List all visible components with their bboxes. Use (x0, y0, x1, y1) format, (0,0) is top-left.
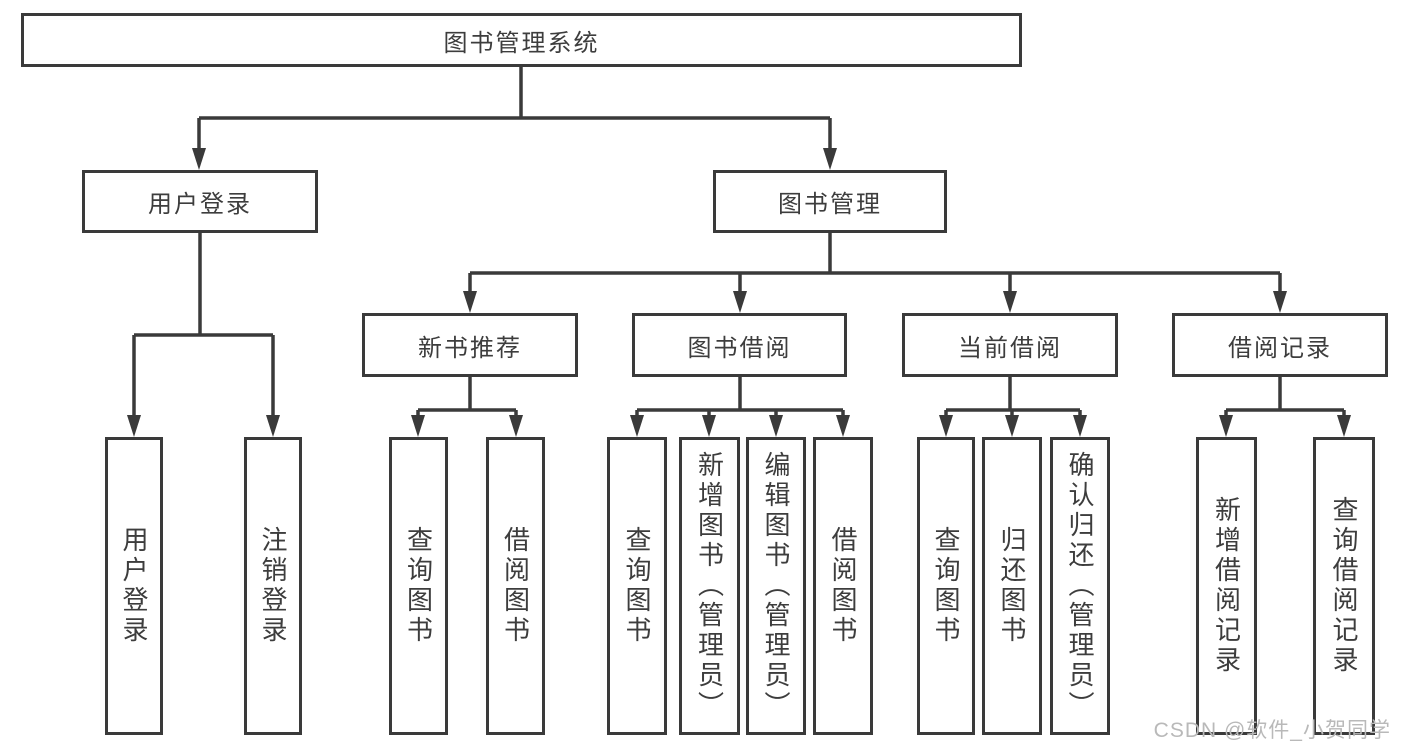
leaf-add-book-admin: 新增图书（管理员） (679, 437, 740, 735)
arrow-icon (702, 415, 716, 437)
arrow-icon (939, 415, 953, 437)
arrow-icon (411, 415, 425, 437)
node-user-login: 用户登录 (82, 170, 318, 233)
leaf-query-book-current: 查询图书 (917, 437, 975, 735)
arrow-icon (769, 415, 783, 437)
node-current-borrowing: 当前借阅 (902, 313, 1118, 377)
arrow-icon (192, 148, 206, 170)
csdn-watermark: CSDN @软件_小贺同学 (1153, 719, 1391, 742)
arrow-icon (1273, 291, 1287, 313)
arrow-icon (463, 291, 477, 313)
leaf-return-book: 归还图书 (982, 437, 1042, 735)
leaf-confirm-return-admin: 确认归还（管理员） (1050, 437, 1110, 735)
node-root-library-system: 图书管理系统 (21, 13, 1022, 67)
arrowheads (127, 148, 1351, 437)
node-borrow-records: 借阅记录 (1172, 313, 1388, 377)
arrow-icon (1073, 415, 1087, 437)
leaf-user-login: 用户登录 (105, 437, 163, 735)
leaf-query-book-borrowing: 查询图书 (607, 437, 667, 735)
leaf-add-borrow-record: 新增借阅记录 (1196, 437, 1257, 735)
arrow-icon (509, 415, 523, 437)
arrow-icon (1005, 415, 1019, 437)
arrow-icon (1003, 291, 1017, 313)
node-book-management: 图书管理 (713, 170, 947, 233)
leaf-borrow-book: 借阅图书 (813, 437, 873, 735)
arrow-icon (630, 415, 644, 437)
leaf-query-borrow-record: 查询借阅记录 (1313, 437, 1375, 735)
arrow-icon (733, 291, 747, 313)
node-new-book-recommend: 新书推荐 (362, 313, 578, 377)
leaf-logout: 注销登录 (244, 437, 302, 735)
arrow-icon (836, 415, 850, 437)
arrow-icon (1219, 415, 1233, 437)
node-book-borrowing: 图书借阅 (632, 313, 847, 377)
leaf-borrow-book-recommend: 借阅图书 (486, 437, 545, 735)
arrow-icon (1337, 415, 1351, 437)
leaf-edit-book-admin: 编辑图书（管理员） (746, 437, 806, 735)
arrow-icon (127, 415, 141, 437)
connector-path (132, 67, 1346, 419)
arrow-icon (823, 148, 837, 170)
leaf-query-book-recommend: 查询图书 (389, 437, 448, 735)
arrow-icon (266, 415, 280, 437)
